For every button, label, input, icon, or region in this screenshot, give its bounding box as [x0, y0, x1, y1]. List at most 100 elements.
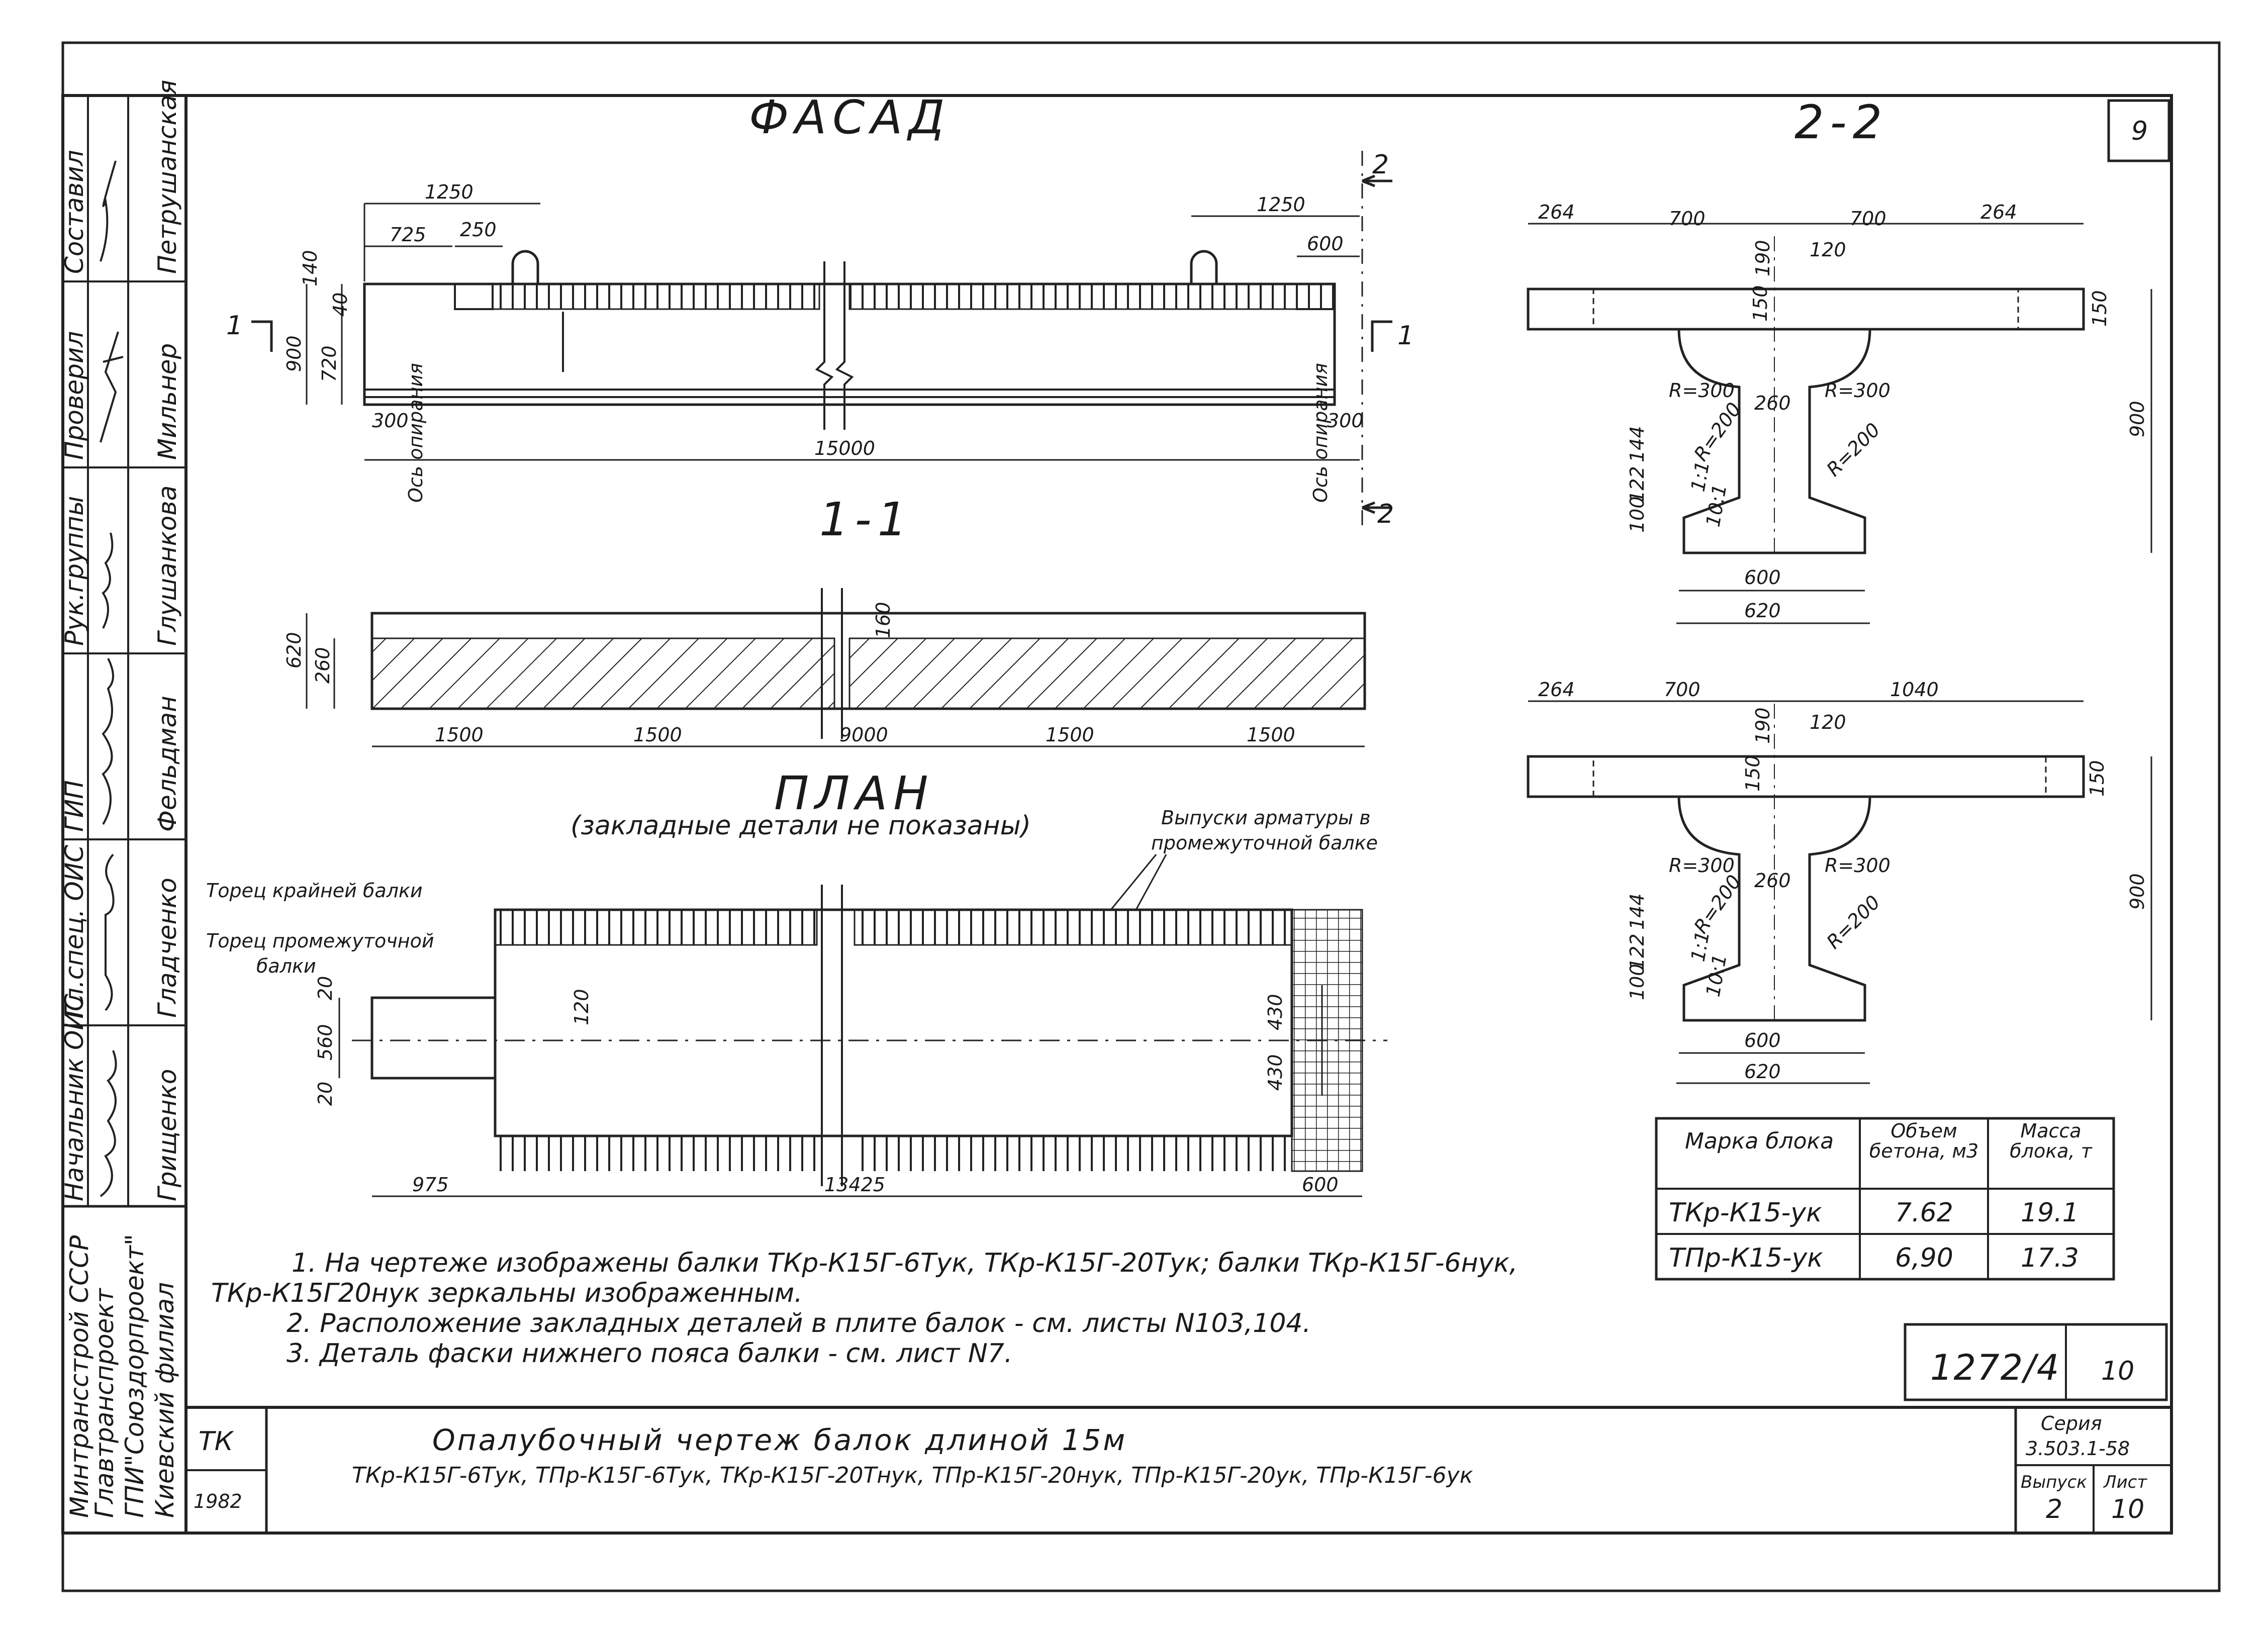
plan-d975: 975 [412, 1174, 449, 1196]
fac-d1250-right: 1250 [1257, 194, 1305, 216]
plan-d560: 560 [314, 1024, 336, 1061]
s22b-r200a: R=200 [1689, 871, 1745, 937]
archive-sheet: 10 [2101, 1356, 2134, 1386]
s22t-r300a: R=300 [1669, 379, 1735, 402]
s11-d260: 260 [312, 647, 334, 684]
stamp-name-1: Мильнер [153, 343, 182, 460]
tb-year: 1982 [194, 1490, 242, 1512]
table-row-0-volume: 7.62 [1895, 1198, 1953, 1228]
fac-d900: 900 [283, 335, 305, 372]
end-middle-label-1: Торец промежуточной [206, 930, 434, 952]
tb-series-value: 3.503.1-58 [2026, 1438, 2130, 1460]
plan-d20b: 20 [314, 1082, 336, 1106]
section-2-2-top: 264 700 700 264 190 120 150 150 R=300 R=… [1527, 201, 2152, 624]
section-2-2-bottom: 264 700 1040 190 120 150 150 R=300 R=300… [1527, 679, 2152, 1084]
fac-d1250-left: 1250 [425, 181, 474, 203]
plan-d430a: 430 [1264, 994, 1286, 1030]
signature-1 [100, 331, 124, 443]
fac-d720: 720 [318, 345, 340, 382]
s11-span-4: 1500 [1247, 724, 1295, 746]
s22t-r300b: R=300 [1825, 379, 1891, 402]
stamp-role-0: Составил [60, 150, 89, 274]
s22b-r300a: R=300 [1669, 854, 1735, 877]
plan-d120: 120 [571, 989, 593, 1025]
section-1-1: 1-1 620 260 160 1500 1500 9000 1500 1500 [283, 493, 1366, 747]
plan-d20a: 20 [314, 976, 336, 1000]
s22b-d120: 120 [1810, 711, 1846, 733]
s22b-d264: 264 [1538, 679, 1575, 701]
cut-2-top: 2 [1372, 150, 1389, 180]
s22t-d700a: 700 [1669, 208, 1706, 230]
fac-d250: 250 [460, 219, 497, 241]
s11-d160: 160 [872, 602, 894, 638]
fac-axis-right: Ось опирания [1309, 363, 1332, 503]
plan-view: ПЛАН (закладные детали не показаны) Выпу… [206, 767, 1387, 1197]
table-header-mark: Марка блока [1684, 1128, 1834, 1154]
s22t-d700b: 700 [1850, 208, 1886, 230]
tb-sheet-label: Лист [2103, 1472, 2147, 1492]
s11-span-0: 1500 [435, 724, 484, 746]
archive-box [1904, 1323, 2168, 1401]
fac-d40: 40 [329, 293, 351, 317]
section22-title: 2-2 [1794, 95, 1888, 149]
org-line-3: Киевский филиал [150, 1282, 179, 1518]
s22b-r300b: R=300 [1825, 854, 1891, 877]
table-row-1-mark: ТПр-К15-ук [1669, 1243, 1823, 1273]
cut-2-bottom: 2 [1377, 499, 1394, 529]
s22b-d620: 620 [1744, 1061, 1781, 1083]
fac-axis-left: Ось опирания [405, 363, 427, 503]
bars-note-1: Выпуски арматуры в [1161, 807, 1371, 829]
note-2: 2. Расположение закладных деталей в плит… [287, 1308, 1311, 1338]
end-outer-label: Торец крайней балки [206, 880, 423, 902]
s22b-d100: 100 [1626, 964, 1648, 1000]
stamp-name-3: Фельдман [153, 696, 182, 832]
fac-d600: 600 [1307, 233, 1344, 255]
tb-sheet-value: 10 [2111, 1494, 2144, 1524]
fac-d140: 140 [299, 250, 321, 286]
facade-view: ФАСАД 1250 725 250 1250 600 140 40 900 [226, 90, 1414, 529]
archive-number: 1272/4 [1930, 1347, 2060, 1388]
s22t-d600: 600 [1744, 566, 1781, 589]
s22t-r200b: R=200 [1822, 419, 1884, 481]
s22b-d122: 122 [1626, 933, 1648, 970]
s22b-d150s: 150 [1742, 755, 1764, 792]
s11-span-3: 1500 [1046, 724, 1094, 746]
signature-5 [100, 1050, 117, 1197]
stamp-name-5: Грищенко [153, 1069, 182, 1201]
s22t-d190: 190 [1752, 240, 1774, 276]
fac-d300-left: 300 [372, 410, 409, 432]
s22t-d122: 122 [1626, 466, 1648, 503]
s22t-d150: 150 [2089, 290, 2111, 327]
s22b-d144: 144 [1626, 893, 1648, 930]
s22t-d264b: 264 [1980, 201, 2017, 223]
section11-title: 1-1 [819, 493, 913, 546]
s22t-d150s: 150 [1749, 285, 1771, 322]
tb-issue-label: Выпуск [2021, 1472, 2087, 1492]
s22t-d100: 100 [1626, 496, 1648, 533]
s22b-d150: 150 [2086, 760, 2108, 797]
fac-d15000: 15000 [814, 437, 875, 459]
table-row-0-mark: ТКр-К15-ук [1669, 1198, 1822, 1228]
tb-issue-value: 2 [2046, 1494, 2062, 1524]
s22t-d900: 900 [2126, 401, 2148, 437]
s11-span-2: 9000 [839, 724, 888, 746]
table-row-1-volume: 6,90 [1895, 1243, 1953, 1273]
fac-d725: 725 [390, 224, 426, 246]
stamp-role-5: Начальник ОИС [60, 994, 89, 1201]
stamp-role-4: Гл.спец. ОИС [60, 845, 89, 1018]
signature-0 [100, 160, 117, 262]
s22t-d620: 620 [1744, 600, 1781, 622]
spec-table: Марка блока Объем бетона, м3 Масса блока… [1655, 1117, 2115, 1281]
sheet-number-box [2107, 99, 2170, 162]
s11-d620: 620 [283, 632, 305, 668]
fac-d300-right: 300 [1327, 410, 1364, 432]
s22b-d1040: 1040 [1890, 679, 1939, 701]
bars-note-2: промежуточной балке [1151, 832, 1378, 854]
note-3: 3. Деталь фаски нижнего пояса балки - см… [287, 1338, 1012, 1369]
tb-code: ТК [199, 1426, 234, 1457]
signature-3 [102, 658, 114, 825]
org-line-0: Минтрансстрой СССР [65, 1235, 94, 1518]
table-header-mass: Масса блока, т [2010, 1121, 2092, 1162]
note-1: 1. На чертеже изображены балки ТКр-К15Г-… [292, 1248, 1518, 1278]
s22t-d264a: 264 [1538, 201, 1575, 223]
